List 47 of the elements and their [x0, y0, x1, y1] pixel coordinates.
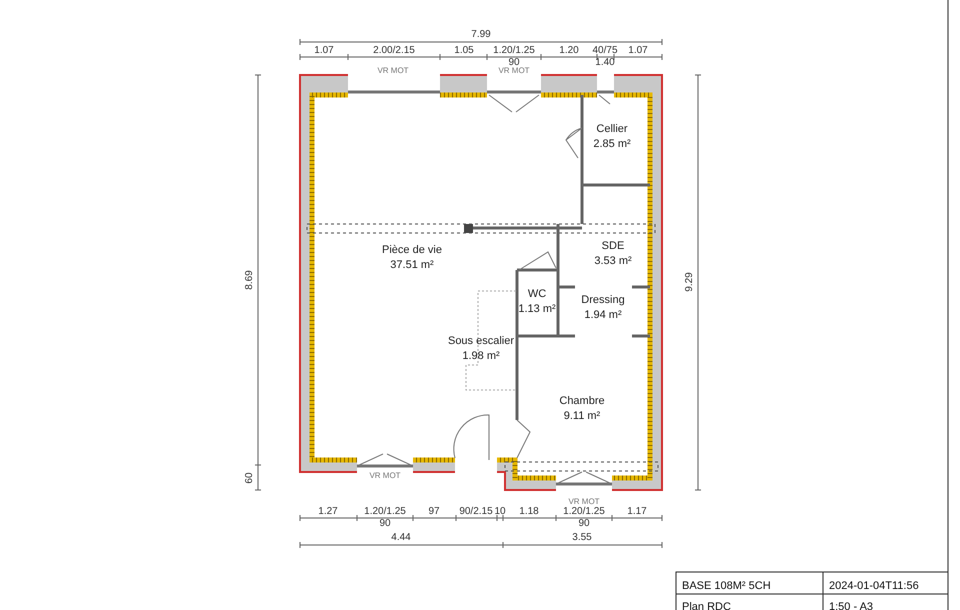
- shutter-label: VR MOT: [568, 498, 600, 506]
- title-block-text: Plan RDC: [682, 602, 731, 610]
- dimension-label: 1.27: [318, 507, 338, 517]
- dimension-label: 1.20/1.25: [563, 507, 605, 517]
- room-area: 1.94 m²: [581, 310, 625, 321]
- dimension-label: 1.20/1.25: [364, 507, 406, 517]
- room-area: 9.11 m²: [559, 411, 605, 422]
- dimension-label: 1.17: [627, 507, 647, 517]
- room-name: Cellier: [595, 124, 629, 135]
- room-area: 37.51 m²: [382, 260, 442, 271]
- dimension-label: 1.20: [559, 46, 579, 56]
- room-area: 1.13 m²: [518, 304, 556, 315]
- dimension-label: 1.40: [595, 58, 615, 68]
- dimension-label: 60: [245, 472, 255, 484]
- shutter-label: VR MOT: [369, 472, 401, 480]
- room-area: 1.98 m²: [448, 351, 514, 362]
- dimension-label: 9.29: [685, 272, 695, 292]
- room-area: 3.53 m²: [594, 256, 632, 267]
- dimension-label: 2.00/2.15: [373, 46, 415, 56]
- room-name: WC: [526, 289, 548, 300]
- title-block-text: BASE 108M² 5CH: [682, 581, 771, 592]
- dimension-label: 3.55: [572, 533, 592, 543]
- dimension-label: 10: [494, 507, 506, 517]
- dimension-label: 90: [379, 519, 391, 529]
- dimension-label: 90: [578, 519, 590, 529]
- room-name: Sous escalier: [448, 336, 514, 347]
- dimension-label: 97: [428, 507, 440, 517]
- dimension-label: 90/2.15: [459, 507, 493, 517]
- dimension-label: 8.69: [245, 270, 255, 290]
- title-block-text: 2024-01-04T11:56: [829, 581, 919, 592]
- dimension-label: 7.99: [471, 30, 491, 40]
- room-name: Dressing: [581, 295, 625, 306]
- room-area: 2.85 m²: [593, 139, 631, 150]
- shutter-label: VR MOT: [377, 67, 409, 75]
- title-block-text: 1:50 - A3: [829, 602, 874, 610]
- room-name: Chambre: [559, 396, 605, 407]
- dimension-label: 1.05: [454, 46, 474, 56]
- dimension-label: 4.44: [391, 533, 411, 543]
- dimension-label: 1.18: [519, 507, 539, 517]
- dimension-label: 1.20/1.25: [493, 46, 535, 56]
- dimension-label: 1.07: [628, 46, 648, 56]
- shutter-label: VR MOT: [498, 67, 530, 75]
- room-name: Pièce de vie: [382, 245, 442, 256]
- dimension-label: 40/75: [592, 46, 618, 56]
- room-name: SDE: [600, 241, 626, 252]
- dimension-label: 90: [508, 58, 520, 68]
- dimension-label: 1.07: [314, 46, 334, 56]
